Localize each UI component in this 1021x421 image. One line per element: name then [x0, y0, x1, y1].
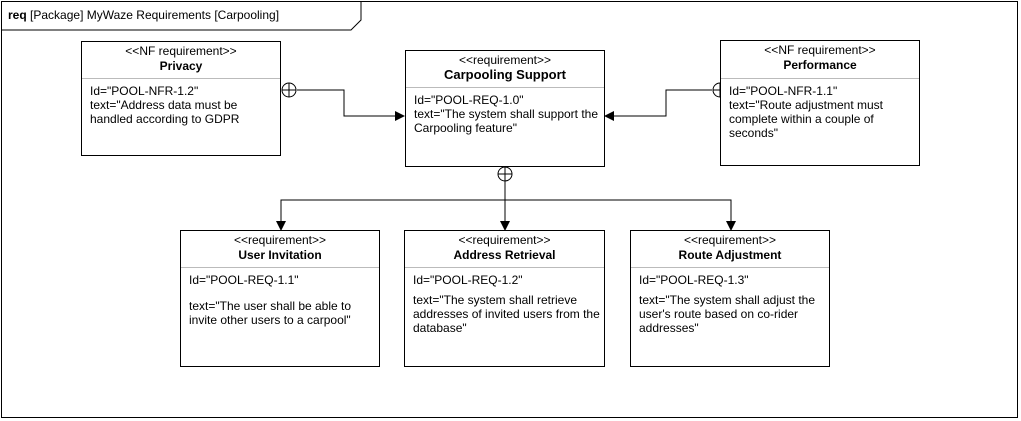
- stereotype-label: <<requirement>>: [458, 53, 552, 67]
- requirement-id: Id="POOL-REQ-1.0": [414, 93, 524, 107]
- compartment-divider: [181, 267, 379, 268]
- requirement-name: Carpooling Support: [443, 67, 567, 82]
- requirement-id: Id="POOL-NFR-1.1": [729, 84, 838, 98]
- requirement-route-adjustment[interactable]: <<requirement>> Route Adjustment Id="POO…: [630, 230, 830, 367]
- performance-to-carpooling-link: [604, 89, 712, 121]
- requirement-address-retrieval[interactable]: <<requirement>> Address Retrieval Id="PO…: [404, 230, 605, 367]
- frame-label-tab: [1, 1, 362, 31]
- requirement-privacy[interactable]: <<NF requirement>> Privacy Id="POOL-NFR-…: [81, 41, 281, 156]
- stereotype-label: <<NF requirement>>: [764, 43, 876, 57]
- requirement-text: text="The user shall be able to invite o…: [189, 299, 355, 327]
- frame-label: req [Package] MyWaze Requirements [Carpo…: [8, 8, 279, 22]
- requirement-text: text="The system shall retrieve addresse…: [413, 293, 604, 335]
- compartment-divider: [82, 78, 280, 79]
- requirement-name: Route Adjustment: [678, 248, 782, 262]
- containment-icon: [497, 166, 513, 182]
- stereotype-label: <<NF requirement>>: [125, 44, 237, 58]
- requirement-id: Id="POOL-REQ-1.3": [639, 273, 749, 287]
- frame-keyword: req: [8, 8, 27, 22]
- carpooling-to-adjustment-link: [505, 199, 736, 231]
- compartment-divider: [405, 267, 604, 268]
- stereotype-label: <<requirement>>: [683, 233, 777, 247]
- requirement-name: Privacy: [159, 59, 203, 73]
- stereotype-label: <<requirement>>: [233, 233, 327, 247]
- requirement-carpooling-support[interactable]: <<requirement>> Carpooling Support Id="P…: [405, 50, 605, 167]
- requirement-text: text="The system shall adjust the user's…: [639, 293, 819, 335]
- compartment-divider: [406, 87, 604, 88]
- requirement-name: User Invitation: [238, 248, 322, 262]
- requirement-text: text="The system shall support the Carpo…: [414, 107, 602, 135]
- requirement-performance[interactable]: <<NF requirement>> Performance Id="POOL-…: [720, 40, 920, 166]
- frame-title: [Package] MyWaze Requirements [Carpoolin…: [30, 8, 280, 22]
- containment-icon: [281, 82, 297, 98]
- requirement-id: Id="POOL-REQ-1.2": [413, 273, 523, 287]
- stereotype-label: <<requirement>>: [458, 233, 551, 247]
- requirement-id: Id="POOL-NFR-1.2": [90, 84, 199, 98]
- compartment-divider: [631, 267, 829, 268]
- privacy-to-carpooling-link: [297, 89, 405, 121]
- requirement-name: Performance: [783, 58, 857, 72]
- compartment-divider: [721, 78, 919, 79]
- requirement-id: Id="POOL-REQ-1.1": [189, 273, 299, 287]
- requirement-name: Address Retrieval: [453, 248, 556, 262]
- requirement-user-invitation[interactable]: <<requirement>> User Invitation Id="POOL…: [180, 230, 380, 367]
- requirement-text: text="Address data must be handled accor…: [90, 98, 241, 126]
- carpooling-to-invitation-link: [276, 199, 505, 231]
- requirement-text: text="Route adjustment must complete wit…: [729, 98, 887, 140]
